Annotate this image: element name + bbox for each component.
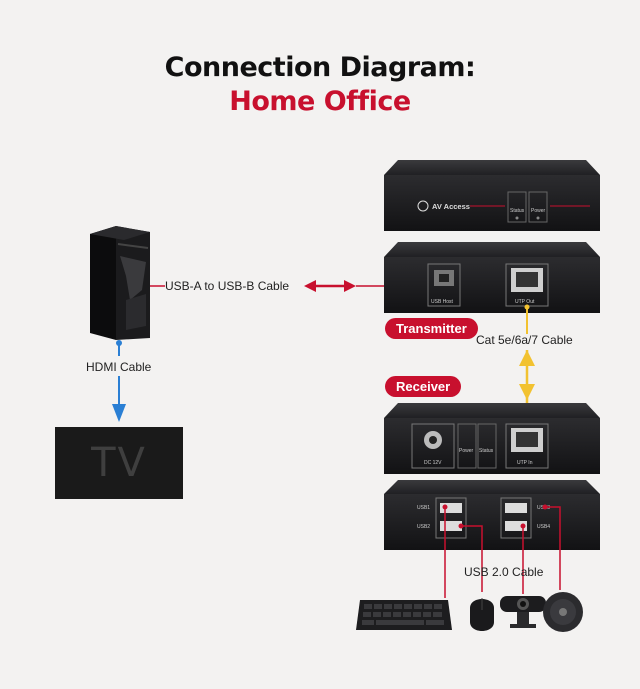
receiver-front-panel: USB1 USB2 USB3 USB4 (384, 480, 600, 550)
usb2-label: USB2 (417, 524, 430, 530)
usb2-cable-label: USB 2.0 Cable (464, 565, 544, 579)
usb-host-label: USB Host (431, 299, 454, 305)
power-led-label: Power (531, 208, 546, 214)
usb4-port-icon (505, 521, 527, 531)
usb4-label: USB4 (537, 524, 550, 530)
rx-status-label: Status (479, 448, 494, 454)
keyboard-icon (356, 600, 452, 630)
usb3-port-icon (505, 503, 527, 513)
usb1-port-icon (440, 503, 462, 513)
pc-tower-icon (90, 226, 150, 340)
utp-in-label: UTP In (517, 460, 533, 466)
utp-out-label: UTP Out (515, 299, 535, 305)
receiver-rear-panel: DC 12V Power Status UTP In (384, 403, 600, 474)
usb-cable-label: USB-A to USB-B Cable (165, 279, 290, 293)
mouse-icon (470, 598, 494, 631)
transmitter-front-panel: AV Access Status Power (384, 160, 600, 231)
usb1-label: USB1 (417, 505, 430, 511)
usb2-device-cables (444, 506, 561, 598)
transmitter-badge: Transmitter (385, 318, 478, 339)
brand-label: AV Access (432, 202, 470, 211)
diagram-title: Connection Diagram: (164, 52, 476, 83)
usb2-port-icon (440, 521, 462, 531)
receiver-badge: Receiver (385, 376, 462, 397)
diagram-subtitle: Home Office (229, 86, 411, 117)
transmitter-rear-panel: USB Host UTP Out (384, 242, 600, 313)
status-led-label: Status (510, 208, 525, 214)
dc-label: DC 12V (424, 460, 442, 466)
speakerphone-icon (543, 592, 583, 632)
webcam-icon (500, 596, 546, 628)
hdmi-cable-label: HDMI Cable (86, 360, 152, 374)
rx-power-label: Power (459, 448, 474, 454)
hdmi-cable-arrow-icon (112, 340, 126, 422)
usb-cable-arrow-icon (304, 280, 356, 292)
tv-screen: TV (55, 427, 183, 499)
cat-cable-label: Cat 5e/6a/7 Cable (476, 333, 573, 347)
av-access-logo-icon (417, 200, 429, 212)
